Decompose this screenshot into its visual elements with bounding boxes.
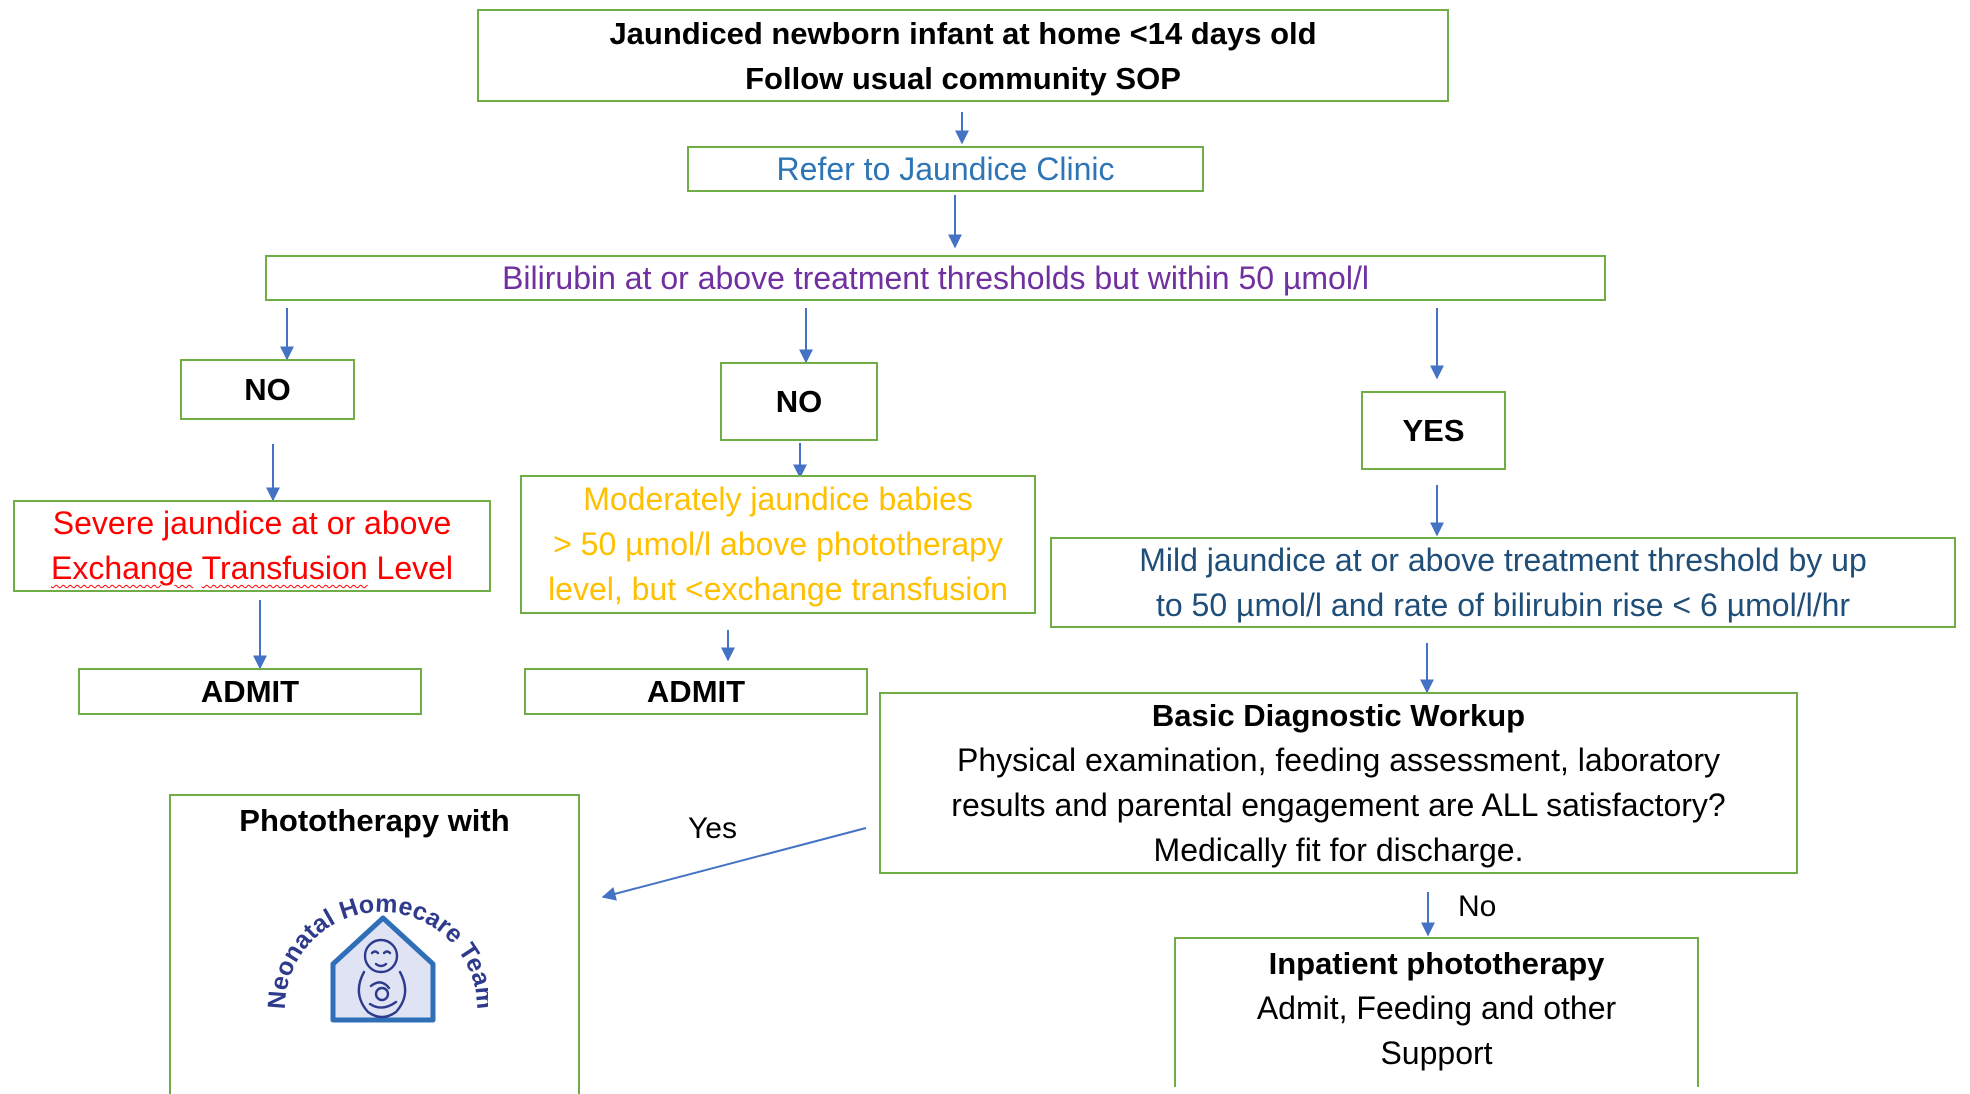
start-line2: Follow usual community SOP [745, 60, 1181, 96]
no-left-node: NO [180, 359, 355, 420]
bilirubin-text: Bilirubin at or above treatment threshol… [502, 259, 1369, 296]
no-left-text: NO [244, 372, 291, 407]
inpatient-node: Inpatient phototherapy Admit, Feeding an… [1174, 937, 1699, 1087]
phototherapy-home-title: Phototherapy with [239, 803, 510, 838]
edge-label-no: No [1458, 890, 1497, 923]
yes-node: YES [1361, 391, 1506, 470]
admit-mid-text: ADMIT [646, 674, 746, 709]
severe-word-transfusion: Transfusion [201, 550, 368, 586]
bilirubin-node: Bilirubin at or above treatment threshol… [265, 255, 1606, 301]
severe-word-level: Level [376, 550, 454, 586]
inpatient-line1: Admit, Feeding and other [1256, 990, 1617, 1026]
mild-line2: to 50 µmol/l and rate of bilirubin rise … [1155, 586, 1851, 623]
mild-node: Mild jaundice at or above treatment thre… [1050, 537, 1956, 628]
no-mid-node: NO [720, 362, 878, 441]
admit-left-text: ADMIT [200, 674, 300, 709]
refer-text: Refer to Jaundice Clinic [776, 150, 1115, 187]
arrow-workup-to-phototherapy-home [601, 827, 867, 901]
severe-node: Severe jaundice at or above Exchange Tra… [13, 500, 491, 592]
connector-arrows [253, 112, 1444, 937]
inpatient-title: Inpatient phototherapy [1268, 946, 1605, 981]
yes-text: YES [1402, 413, 1465, 448]
severe-line1: Severe jaundice at or above [52, 505, 452, 541]
refer-node: Refer to Jaundice Clinic [687, 146, 1204, 192]
baby-icon [357, 938, 407, 1019]
house-icon [330, 915, 436, 1023]
admit-left-node: ADMIT [78, 668, 422, 715]
no-mid-text: NO [775, 384, 823, 419]
workup-line1: Physical examination, feeding assessment… [956, 742, 1721, 778]
severe-word-exchange: Exchange [50, 550, 194, 586]
mild-line1: Mild jaundice at or above treatment thre… [1139, 541, 1867, 578]
moderate-node: Moderately jaundice babies > 50 µmol/l a… [520, 475, 1036, 614]
workup-line3: Medically fit for discharge. [1153, 832, 1524, 868]
edge-label-yes: Yes [688, 812, 737, 845]
workup-title: Basic Diagnostic Workup [1151, 698, 1526, 733]
start-line1: Jaundiced newborn infant at home <14 day… [609, 15, 1317, 51]
moderate-line1: Moderately jaundice babies [583, 481, 973, 517]
inpatient-line2: Support [1380, 1035, 1493, 1071]
start-node: Jaundiced newborn infant at home <14 day… [477, 9, 1449, 102]
admit-mid-node: ADMIT [524, 668, 868, 715]
neonatal-homecare-logo: Neonatal Homecare Team [263, 890, 488, 1023]
workup-line2: results and parental engagement are ALL … [951, 787, 1726, 823]
workup-node: Basic Diagnostic Workup Physical examina… [879, 692, 1798, 874]
moderate-line2: > 50 µmol/l above phototherapy [553, 526, 1003, 562]
severe-line2: Exchange Transfusion Level [51, 546, 453, 591]
moderate-line3: level, but <exchange transfusion [548, 571, 1008, 607]
